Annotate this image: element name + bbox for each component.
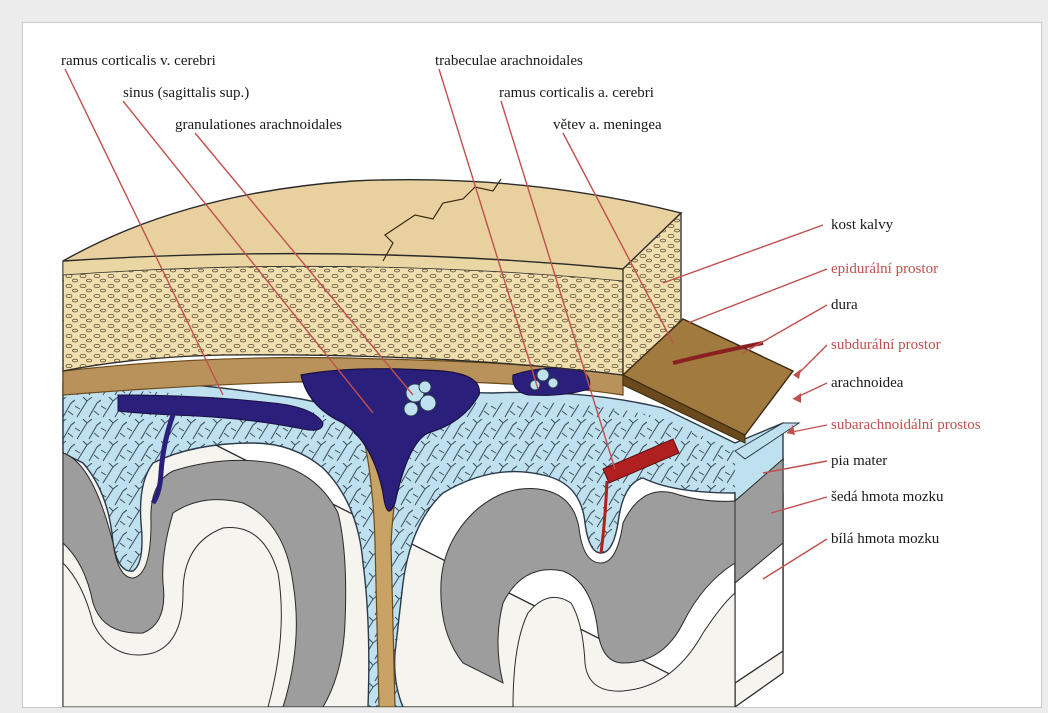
label-subduralni-prostor: subdurální prostor: [831, 337, 941, 353]
label-seda-hmota-mozku: šedá hmota mozku: [831, 489, 944, 505]
label-arachnoidea: arachnoidea: [831, 375, 904, 391]
label-pia-mater: pia mater: [831, 453, 887, 469]
label-dura: dura: [831, 297, 858, 313]
meninges-diagram: ramus corticalis v. cerebri sinus (sagit…: [23, 23, 1041, 707]
label-ramus-corticalis-v-cerebri: ramus corticalis v. cerebri: [61, 53, 216, 69]
label-vetev-a-meningea: větev a. meningea: [553, 117, 662, 133]
right-labels: kost kalvy epidurální prostor dura subdu…: [831, 217, 981, 547]
label-granulationes-arachnoidales: granulationes arachnoidales: [175, 117, 342, 133]
label-bila-hmota-mozku: bílá hmota mozku: [831, 531, 940, 547]
figure-panel: ramus corticalis v. cerebri sinus (sagit…: [22, 22, 1042, 708]
label-epiduralni-prostor: epidurální prostor: [831, 261, 938, 277]
label-trabeculae-arachnoidales: trabeculae arachnoidales: [435, 53, 583, 69]
top-labels: ramus corticalis v. cerebri sinus (sagit…: [61, 53, 662, 133]
label-sinus-sagittalis-sup: sinus (sagittalis sup.): [123, 85, 249, 101]
label-ramus-corticalis-a-cerebri: ramus corticalis a. cerebri: [499, 85, 654, 101]
label-kost-kalvy: kost kalvy: [831, 217, 894, 233]
label-subarachnoidalni-prostos: subarachnoidální prostos: [831, 417, 981, 433]
